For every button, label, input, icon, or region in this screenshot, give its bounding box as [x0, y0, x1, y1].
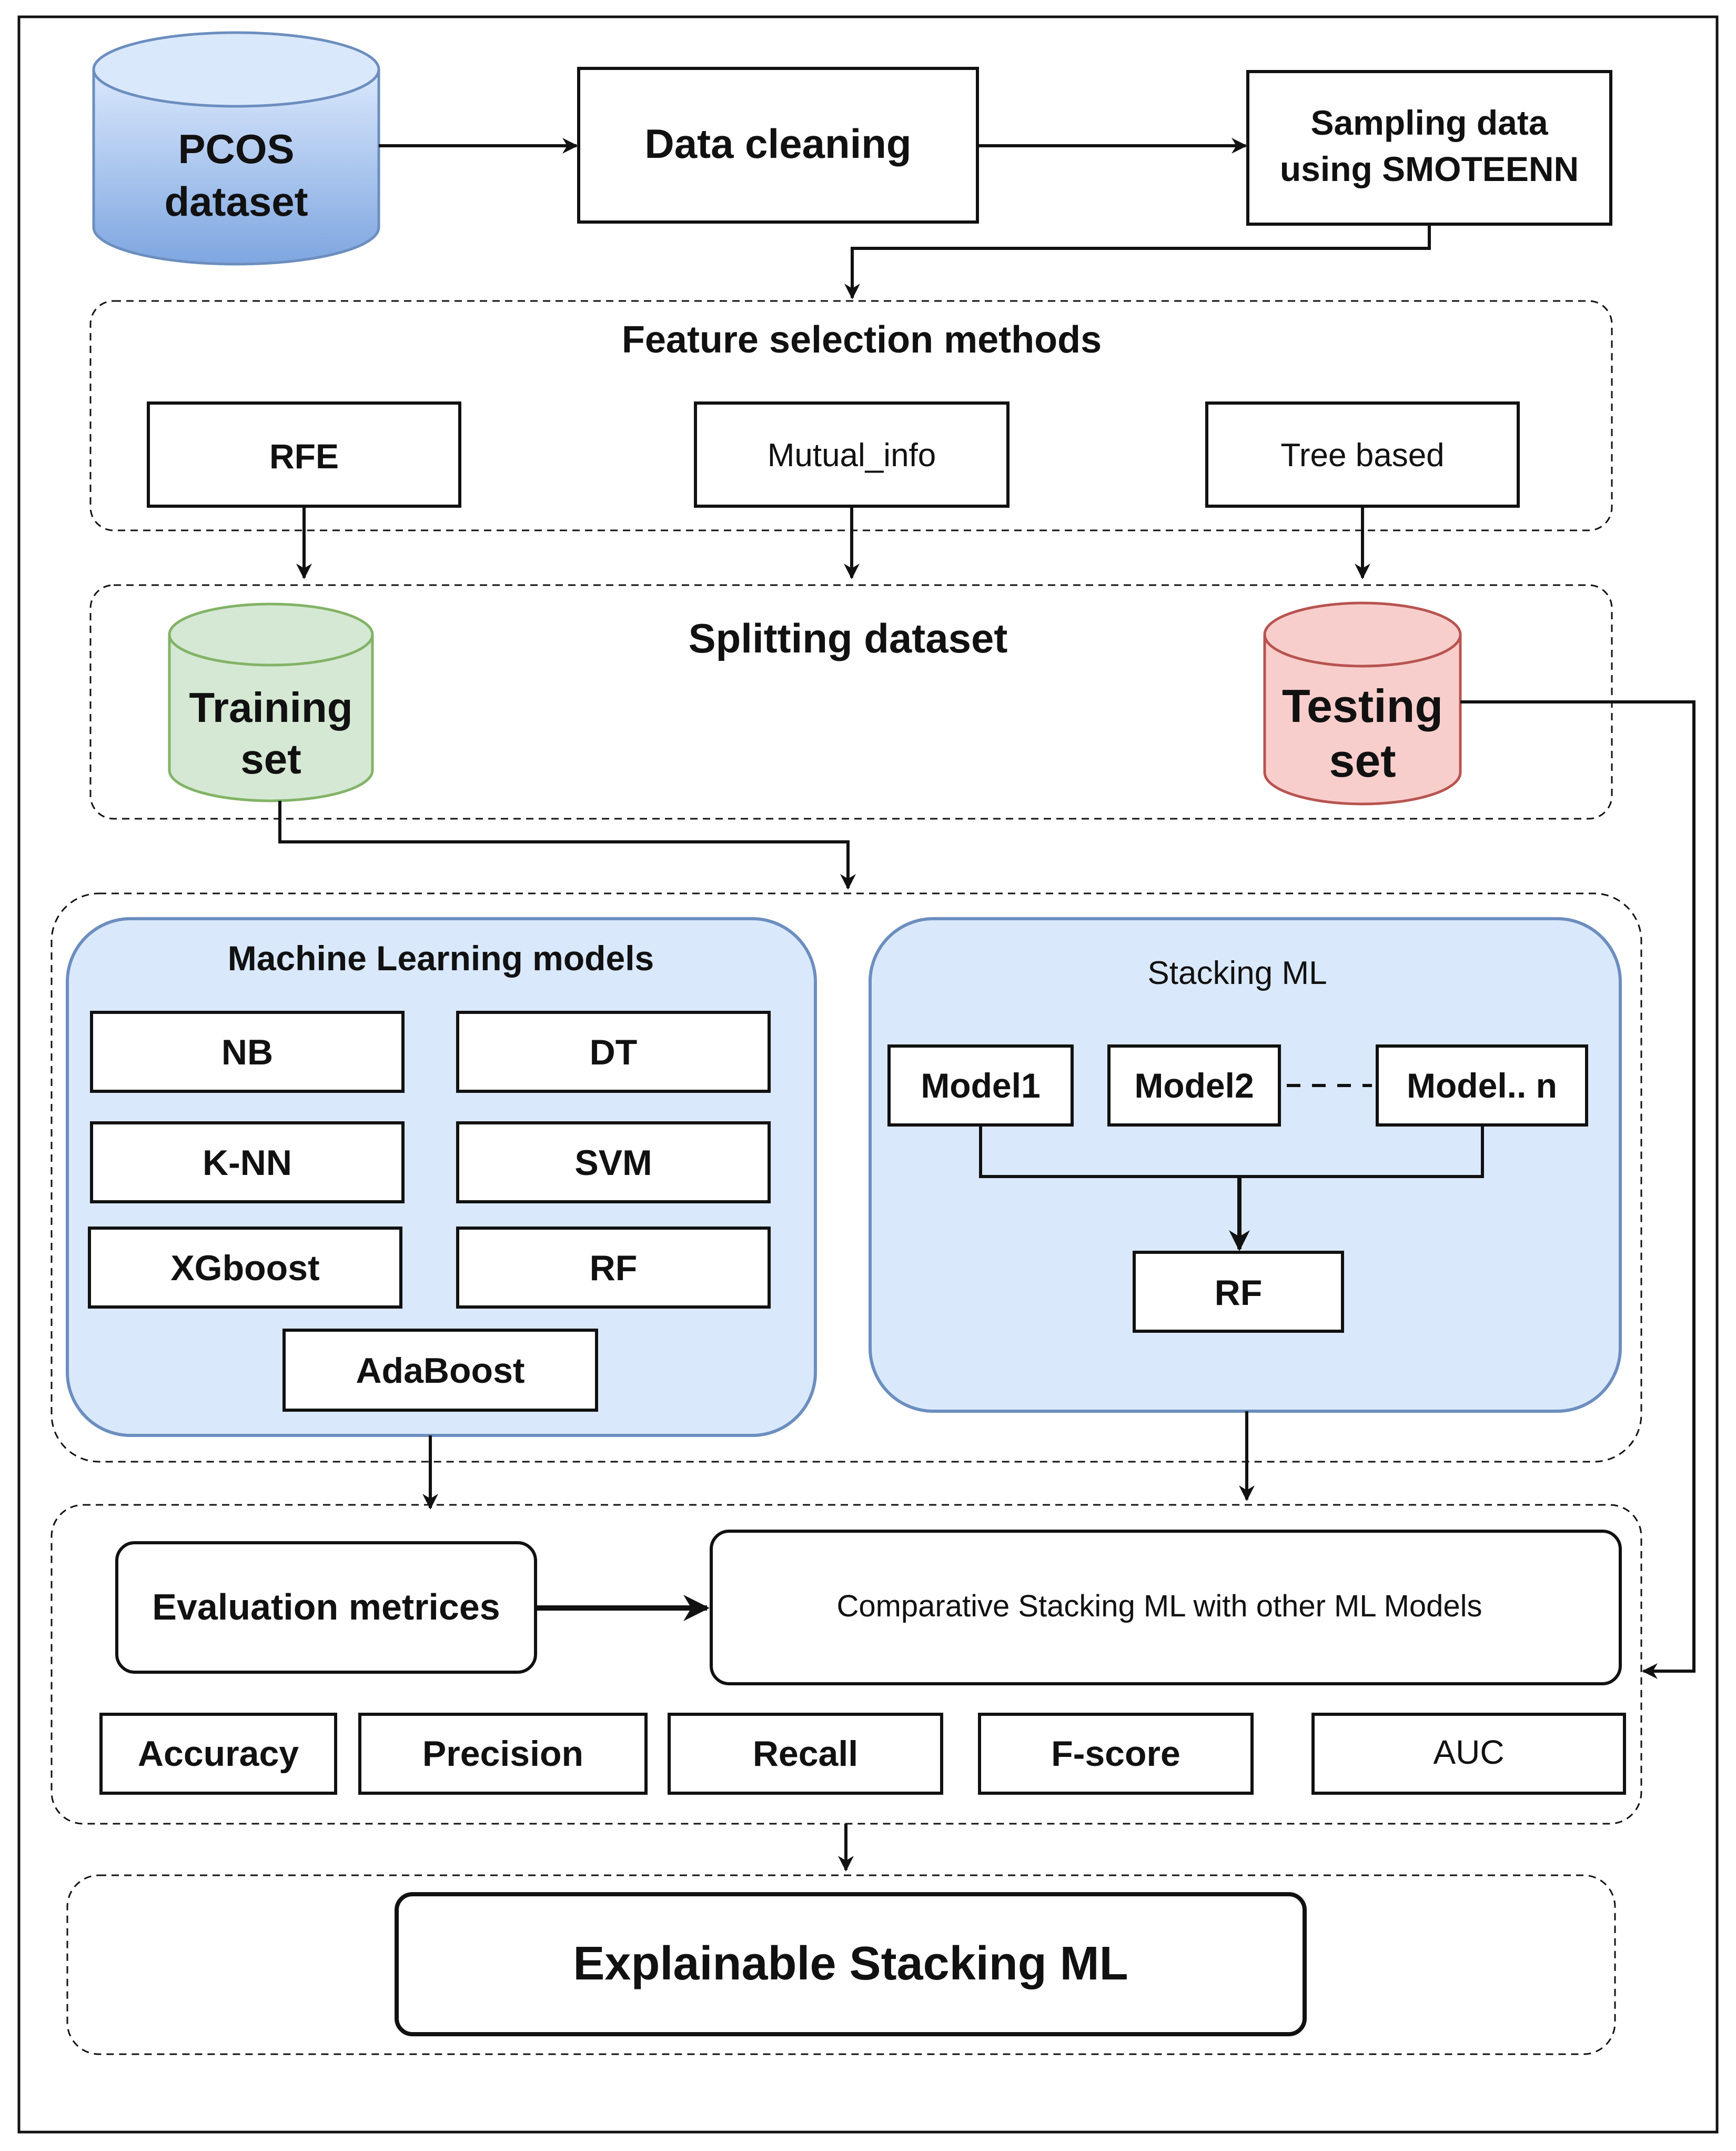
arrow-training-to-models [278, 801, 856, 890]
meta-rf-label: RF [1215, 1273, 1263, 1313]
pcos-dataset-label-line2: dataset [164, 178, 308, 225]
auc-label: AUC [1433, 1733, 1504, 1771]
pcos-dataset-cylinder: PCOS dataset [92, 31, 380, 266]
recall-label: Recall [753, 1734, 858, 1774]
stacking-ml-panel [869, 917, 1622, 1413]
f-score-box: F-score [978, 1713, 1254, 1795]
dt-box: DT [456, 1011, 771, 1093]
nb-box: NB [90, 1011, 405, 1093]
ml-models-title: Machine Learning models [228, 939, 654, 978]
evaluation-metrics-box: Evaluation metrices [115, 1541, 537, 1674]
comparative-label: Comparative Stacking ML with other ML Mo… [836, 1589, 1482, 1623]
arrow-sampling-to-features [844, 224, 1431, 299]
model1-box: Model1 [887, 1044, 1074, 1127]
recall-box: Recall [668, 1713, 943, 1795]
splitting-title: Splitting dataset [689, 615, 1008, 661]
nb-label: NB [221, 1032, 273, 1072]
knn-box: K-NN [90, 1121, 405, 1203]
explainable-box: Explainable Stacking ML [395, 1892, 1307, 2036]
models-container [51, 892, 1642, 1463]
comparative-box: Comparative Stacking ML with other ML Mo… [710, 1530, 1622, 1685]
dt-label: DT [590, 1032, 638, 1072]
testing-set-label-line2: set [1329, 735, 1396, 787]
rf-model-box: RF [456, 1227, 771, 1309]
xgboost-box: XGboost [88, 1227, 402, 1309]
stacking-ml-title: Stacking ML [1147, 955, 1327, 991]
accuracy-box: Accuracy [99, 1713, 337, 1795]
mutual-info-label: Mutual_info [768, 437, 936, 474]
f-score-label: F-score [1051, 1734, 1180, 1774]
training-set-cylinder: Training set [168, 602, 374, 802]
connector-model1-model-n [979, 1125, 1484, 1178]
xgboost-label: XGboost [170, 1248, 319, 1288]
model1-label: Model1 [921, 1066, 1040, 1105]
rfe-box: RFE [147, 401, 461, 508]
accuracy-label: Accuracy [138, 1734, 299, 1774]
model2-box: Model2 [1107, 1044, 1281, 1127]
testing-set-cylinder: Testing set [1263, 601, 1462, 806]
sampling-label-line2: using SMOTEENN [1280, 149, 1579, 188]
testing-set-label-line1: Testing [1282, 680, 1443, 732]
adaboost-label: AdaBoost [356, 1351, 524, 1391]
tree-based-box: Tree based [1205, 401, 1520, 508]
training-set-label-line1: Training [189, 684, 352, 731]
model2-label: Model2 [1134, 1066, 1254, 1105]
knn-label: K-NN [203, 1143, 292, 1183]
pcos-dataset-label-line1: PCOS [178, 126, 294, 172]
auc-box: AUC [1311, 1713, 1626, 1795]
rf-model-label: RF [590, 1248, 638, 1288]
data-cleaning-label: Data cleaning [644, 120, 911, 167]
precision-box: Precision [358, 1713, 648, 1795]
mutual-info-box: Mutual_info [694, 401, 1010, 508]
arrow-testing-to-comparative [1460, 700, 1695, 1679]
tree-based-label: Tree based [1280, 437, 1444, 474]
sampling-label-line1: Sampling data [1310, 103, 1548, 142]
adaboost-box: AdaBoost [282, 1329, 598, 1412]
svm-box: SVM [456, 1121, 771, 1203]
data-cleaning-box: Data cleaning [577, 67, 979, 224]
explainable-container [66, 1874, 1616, 2055]
feature-selection-title: Feature selection methods [622, 319, 1102, 361]
svm-label: SVM [574, 1143, 652, 1183]
meta-rf-box: RF [1133, 1251, 1344, 1333]
explainable-label: Explainable Stacking ML [573, 1937, 1128, 1990]
rfe-label: RFE [269, 437, 339, 476]
precision-label: Precision [422, 1734, 583, 1774]
model-n-box: Model.. n [1376, 1044, 1588, 1127]
sampling-box: Sampling data using SMOTEENN [1246, 70, 1612, 226]
evaluation-metrics-label: Evaluation metrices [152, 1586, 500, 1627]
training-set-label-line2: set [240, 736, 301, 782]
model-n-label: Model.. n [1407, 1066, 1557, 1105]
